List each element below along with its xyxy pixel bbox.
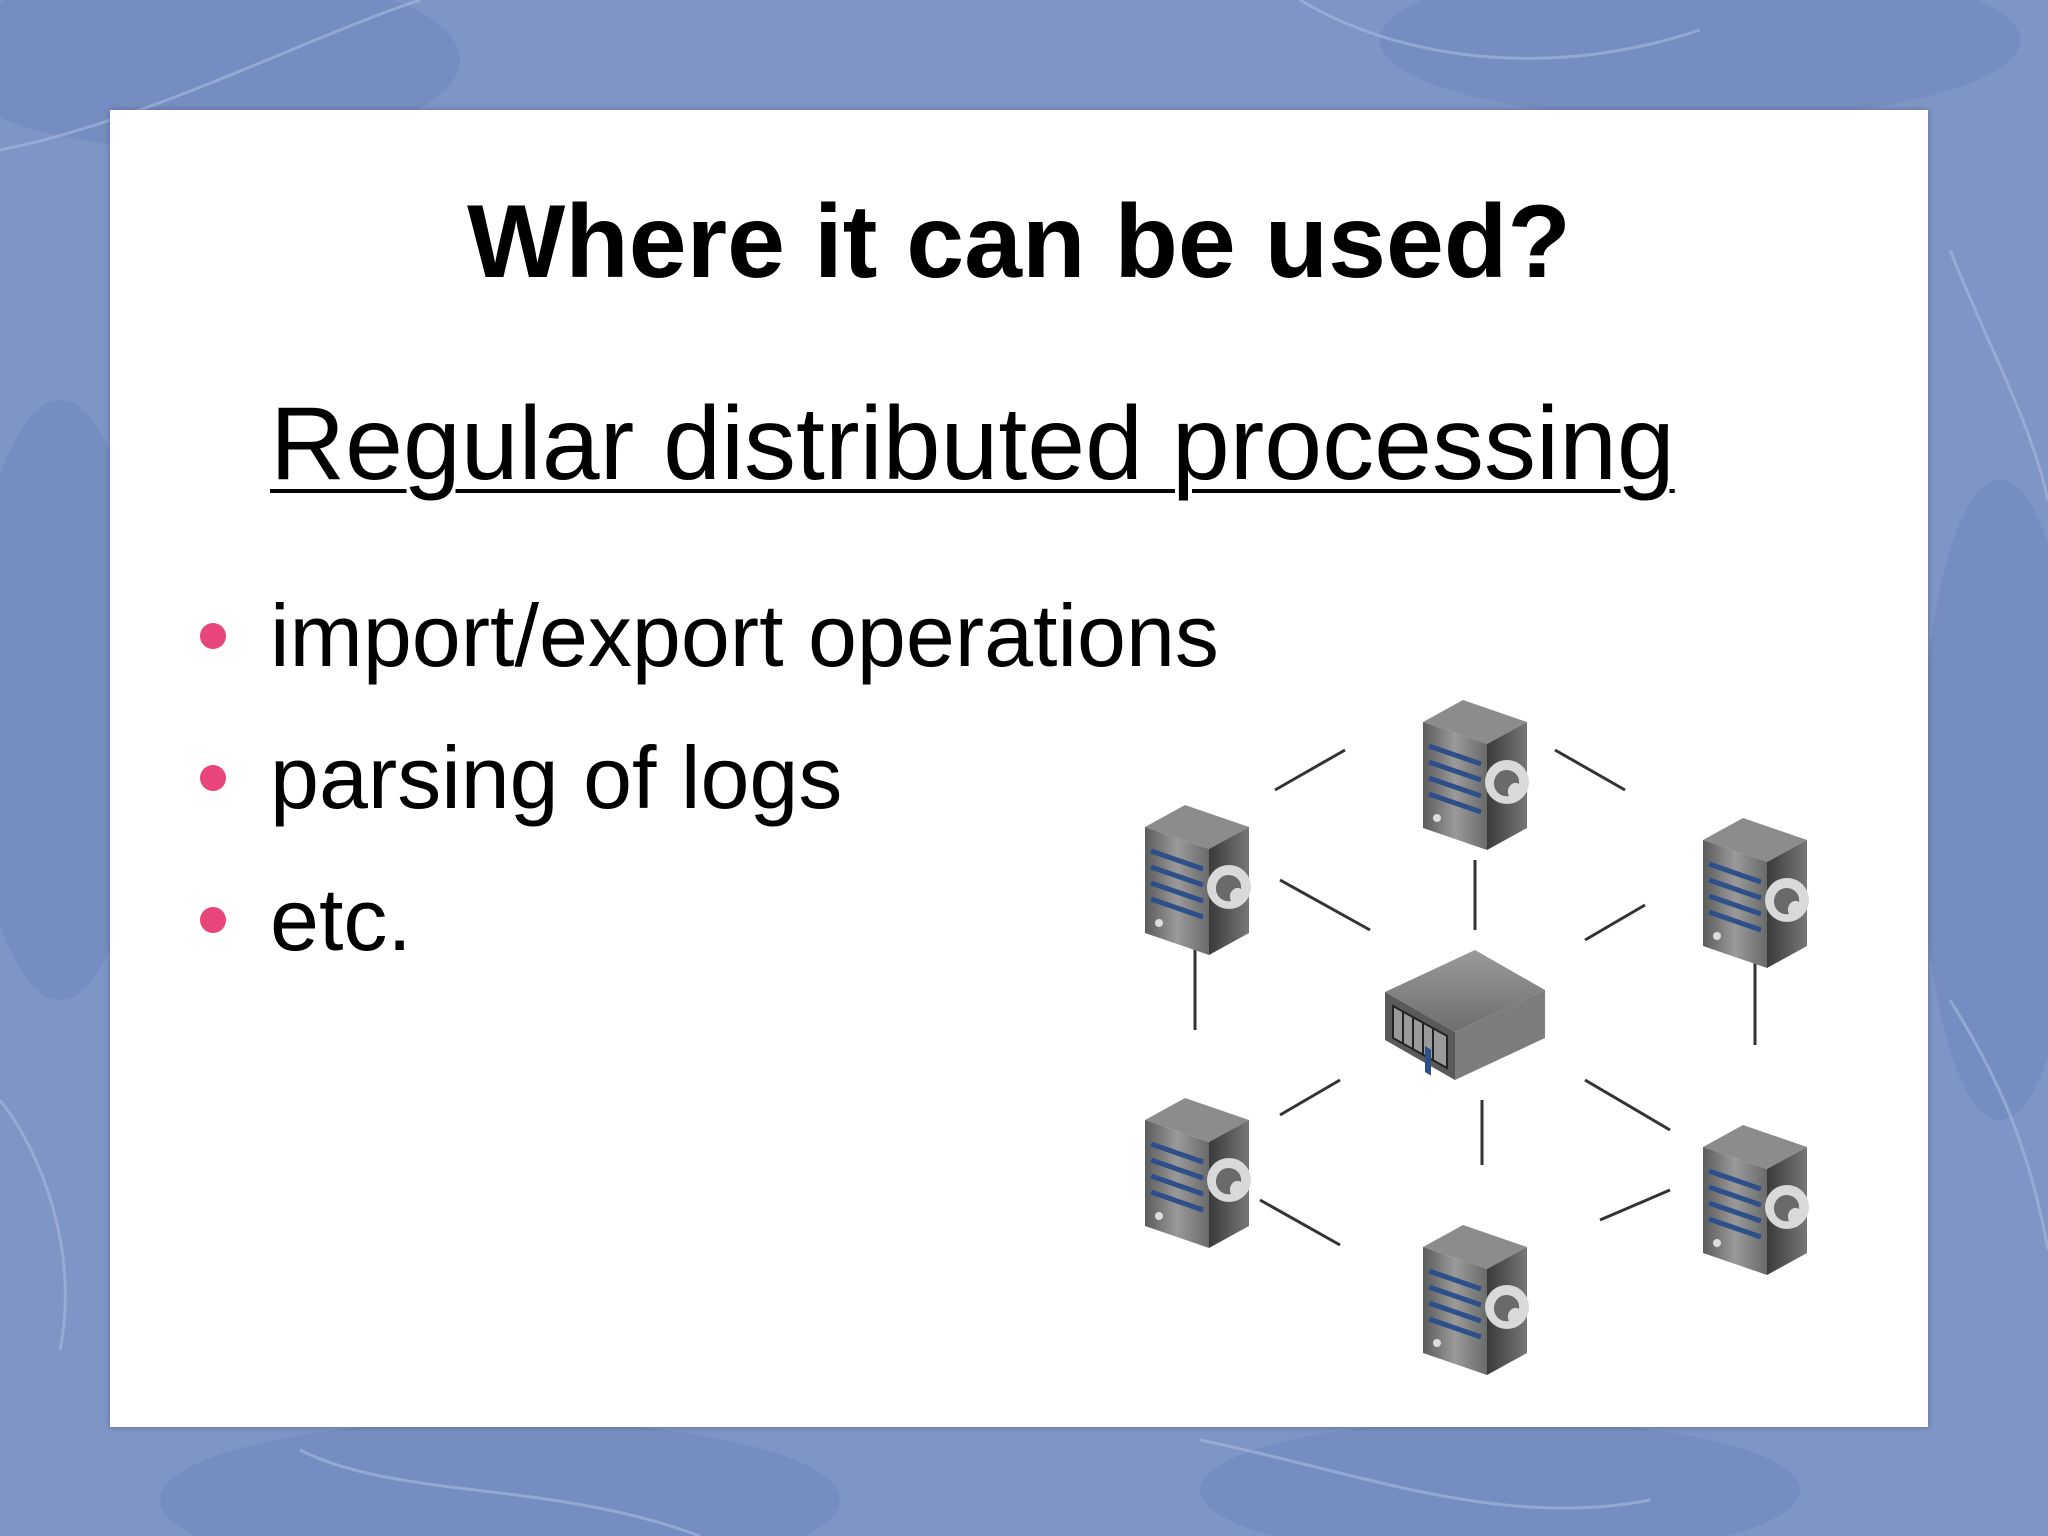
list-item: import/export operations [200, 565, 1219, 707]
bullet-text: etc. [270, 870, 412, 969]
bullet-dot-icon [200, 623, 226, 649]
bullet-dot-icon [200, 765, 226, 791]
slide: Where it can be used? Regular distribute… [110, 110, 1928, 1427]
server-network-diagram-icon [1145, 700, 1865, 1420]
server-tower-icon [1145, 1098, 1251, 1248]
server-tower-icon [1423, 700, 1529, 850]
bullet-text: parsing of logs [270, 728, 843, 827]
slide-subtitle: Regular distributed processing [270, 386, 1675, 502]
server-tower-icon [1145, 805, 1251, 955]
rack-server-icon [1385, 950, 1545, 1080]
server-tower-icon [1703, 1125, 1809, 1275]
list-item: parsing of logs [200, 707, 1219, 849]
bullet-list: import/export operations parsing of logs… [200, 565, 1219, 991]
slide-title: Where it can be used? [467, 184, 1571, 300]
list-item: etc. [200, 849, 1219, 991]
server-tower-icon [1423, 1225, 1529, 1375]
bullet-text: import/export operations [270, 586, 1219, 685]
server-tower-icon [1703, 818, 1809, 968]
bullet-dot-icon [200, 907, 226, 933]
